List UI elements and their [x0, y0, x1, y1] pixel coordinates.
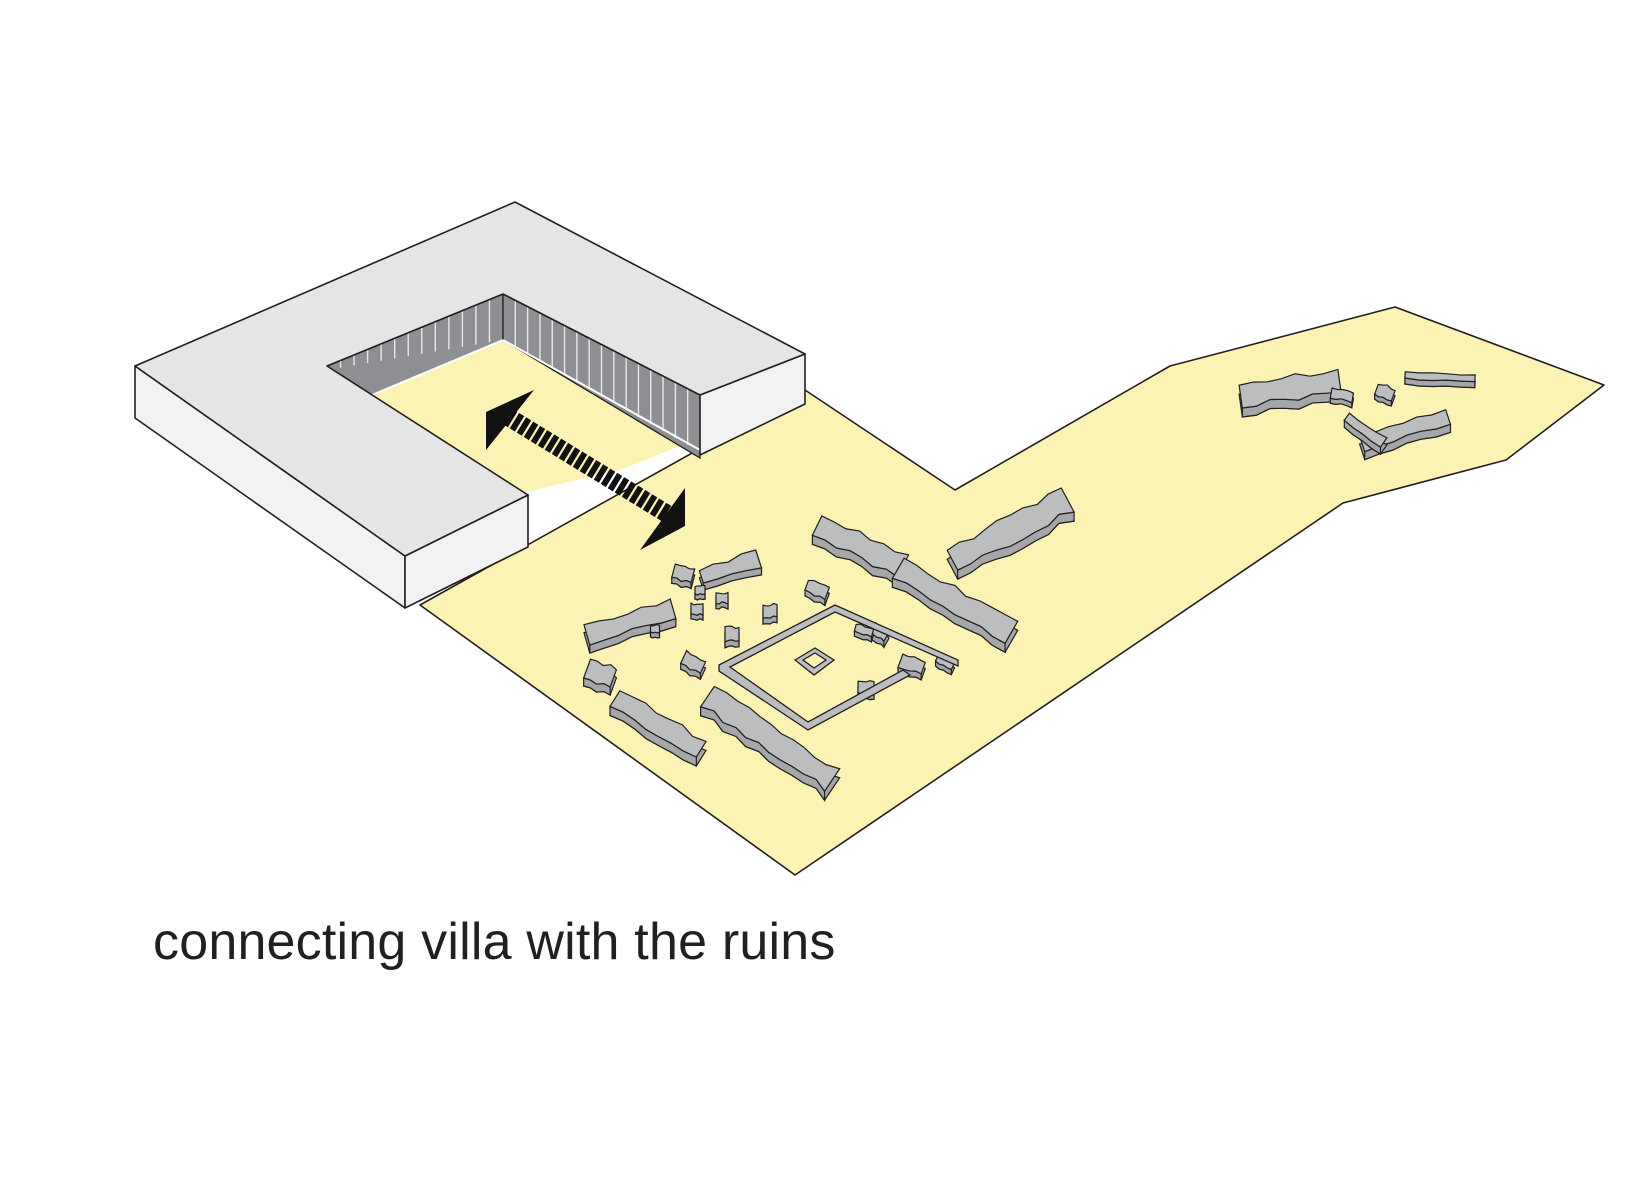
ruin-wall	[811, 515, 910, 588]
double-arrow-icon	[486, 390, 685, 550]
ruin-wall	[804, 579, 831, 607]
arrow-dash	[600, 468, 616, 488]
arrow-dash	[593, 464, 609, 483]
arrow-dash	[607, 472, 623, 492]
ruin-top	[804, 579, 831, 601]
arrow-dash	[544, 434, 560, 453]
ruin-wall	[1373, 383, 1396, 407]
villa-building	[134, 201, 806, 609]
ruin-enclosure-wall	[718, 604, 959, 731]
ruin-top	[609, 689, 707, 758]
arrow-dash	[530, 425, 546, 445]
ruin-top	[1373, 383, 1396, 402]
ruin-wall	[670, 563, 696, 590]
diagram-caption: connecting villa with the ruins	[153, 913, 836, 971]
ruins	[582, 368, 1476, 803]
arrow-dash	[551, 438, 567, 458]
ruin-wall	[946, 487, 1076, 581]
arrow-dash	[523, 421, 539, 441]
ruin-top	[891, 557, 1019, 645]
ruin-wall	[853, 623, 875, 644]
ruin-top	[811, 515, 910, 579]
arrow-dash	[642, 494, 658, 513]
ruin-enclosure-wall	[801, 652, 828, 669]
villa-roof	[134, 201, 806, 557]
arrow-dash	[572, 451, 588, 470]
ruin-wall	[715, 591, 729, 610]
ruin-top	[1329, 387, 1355, 404]
arrow-dash	[579, 455, 595, 475]
ruin-wall	[1238, 368, 1342, 418]
ruin-top	[897, 653, 927, 675]
ruin-top	[762, 602, 778, 619]
ruin-top	[699, 685, 841, 793]
ruin-wall	[724, 625, 740, 649]
ruin-wall	[609, 689, 707, 767]
arrow-dash	[621, 481, 637, 500]
arrow-dash	[509, 413, 525, 432]
ruin-wall	[1329, 387, 1355, 409]
ruin-top	[946, 487, 1076, 571]
ruin-wall	[582, 658, 618, 696]
ruin-top	[582, 658, 618, 688]
ruin-top	[1404, 371, 1476, 383]
ruin-wall	[762, 602, 778, 625]
ruin-top	[694, 584, 706, 596]
ruin-top	[679, 649, 707, 675]
arrow-dash	[502, 408, 518, 428]
ruin-wall	[699, 685, 841, 803]
ruin-wall	[1343, 412, 1388, 456]
arrow-dash	[565, 447, 581, 466]
site-ground-plane	[419, 306, 1605, 876]
ruin-top	[649, 624, 661, 634]
ruin-top	[698, 549, 763, 584]
arrow-dash	[537, 430, 553, 449]
arrow-dash	[635, 489, 651, 509]
arrow-dash	[516, 417, 532, 436]
arrow-dash	[558, 442, 574, 462]
ruin-top	[715, 591, 729, 605]
arrow-dash	[628, 485, 644, 505]
ruin-top	[670, 563, 696, 584]
ruin-top	[724, 625, 740, 643]
ruin-top	[690, 602, 704, 616]
ruin-wall	[690, 602, 704, 621]
ruin-wall	[891, 557, 1019, 654]
ruin-wall	[698, 549, 763, 591]
ruin-top	[1238, 368, 1342, 409]
arrow-dash	[656, 502, 672, 522]
ruin-top	[583, 598, 677, 646]
ruin-top	[1343, 412, 1388, 448]
arrow-dash	[649, 498, 665, 517]
ruin-wall	[679, 649, 707, 681]
ruin-wall	[694, 584, 706, 601]
arrow-dash	[586, 460, 602, 479]
arrow-dash	[614, 477, 630, 496]
ruin-wall	[1404, 371, 1476, 389]
ruin-wall	[649, 624, 661, 639]
